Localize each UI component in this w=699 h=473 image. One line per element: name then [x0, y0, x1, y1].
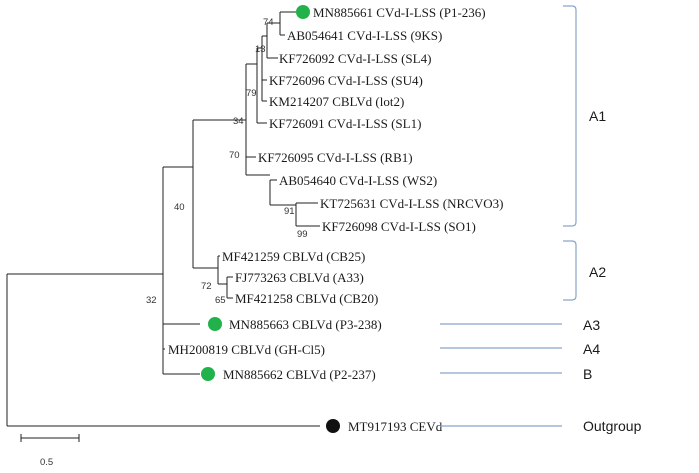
leaf-label: AB054640 CVd-I-LSS (WS2): [279, 173, 437, 188]
leaf-label: KF726096 CVd-I-LSS (SU4): [269, 73, 423, 88]
leaf-labels: MN885661 CVd-I-LSS (P1-236) AB054641 CVd…: [168, 5, 503, 434]
bootstrap-value: 91: [284, 206, 295, 217]
clade-label-a2: A2: [589, 264, 606, 280]
bootstrap-value: 34: [233, 116, 244, 127]
green-dot-icon: [208, 317, 222, 331]
black-dot-icon: [326, 419, 340, 433]
leaf-label: MN885663 CBLVd (P3-238): [229, 317, 382, 332]
leaf-label: KT725631 CVd-I-LSS (NRCVO3): [320, 196, 503, 211]
scale-bar-label: 0.5: [40, 457, 53, 468]
leaf-label: MF421258 CBLVd (CB20): [235, 291, 378, 306]
clade-annotations: A1 A2 A3 A4 B Outgroup: [440, 5, 642, 434]
leaf-markers: [201, 5, 340, 433]
bootstrap-value: 72: [201, 281, 212, 292]
green-dot-icon: [201, 367, 215, 381]
green-dot-icon: [296, 5, 310, 19]
bootstrap-value: 40: [174, 202, 185, 213]
clade-label-a1: A1: [589, 108, 606, 124]
leaf-label: MF421259 CBLVd (CB25): [222, 249, 365, 264]
bootstrap-value: 32: [146, 295, 157, 306]
tree-branches: [6, 11, 320, 427]
bootstrap-values: 74 13 79 34 70 91 99 40 72 65 32: [146, 17, 308, 306]
leaf-label: AB054641 CVd-I-LSS (9KS): [287, 28, 442, 43]
bracket-a1: [563, 5, 577, 227]
leaf-label: MN885662 CBLVd (P2-237): [223, 367, 376, 382]
bootstrap-value: 65: [215, 295, 226, 306]
leaf-label: KF726095 CVd-I-LSS (RB1): [258, 150, 413, 165]
leaf-label: KF726098 CVd-I-LSS (SO1): [322, 219, 476, 234]
clade-label-a3: A3: [583, 317, 600, 333]
bracket-a2: [563, 240, 577, 301]
clade-label-b: B: [583, 366, 592, 382]
leaf-label: MN885661 CVd-I-LSS (P1-236): [313, 5, 486, 20]
bootstrap-value: 70: [229, 150, 240, 161]
bootstrap-value: 74: [263, 17, 274, 28]
leaf-label: MT917193 CEVd: [348, 419, 443, 434]
clade-label-a4: A4: [583, 341, 600, 357]
leaf-label: FJ773263 CBLVd (A33): [235, 270, 364, 285]
clade-label-outgroup: Outgroup: [583, 418, 642, 434]
bootstrap-value: 79: [246, 88, 257, 99]
leaf-label: KM214207 CBLVd (lot2): [269, 94, 404, 109]
leaf-label: KF726092 CVd-I-LSS (SL4): [279, 51, 431, 66]
leaf-label: MH200819 CBLVd (GH-Cl5): [168, 342, 325, 357]
bootstrap-value: 99: [297, 229, 308, 240]
scale-bar: 0.5: [20, 434, 80, 468]
bootstrap-value: 13: [255, 44, 266, 55]
leaf-label: KF726091 CVd-I-LSS (SL1): [269, 116, 421, 131]
